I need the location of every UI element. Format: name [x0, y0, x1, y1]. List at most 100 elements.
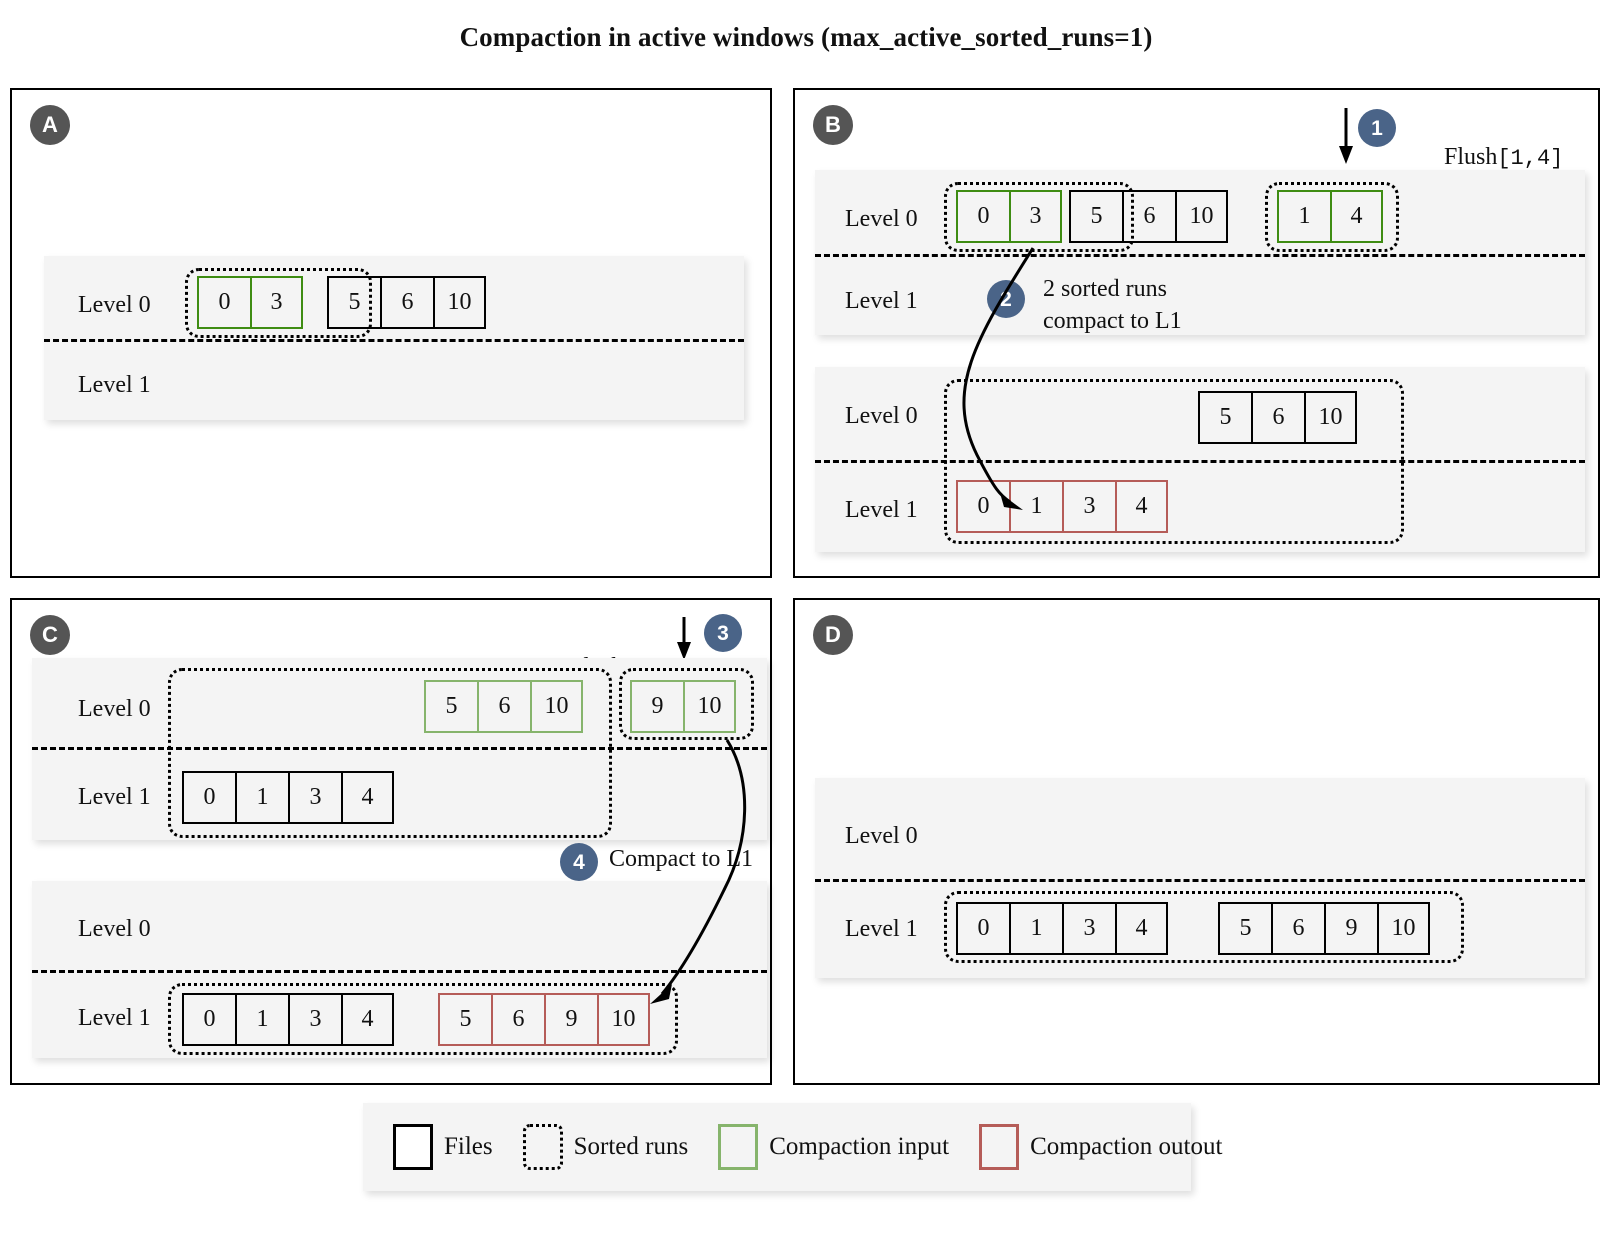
step-badge-1: 1 — [1358, 109, 1396, 147]
compaction-output-swatch-icon — [979, 1124, 1020, 1170]
step-badge-4: 4 — [560, 843, 598, 881]
panel-letter-badge: A — [30, 105, 70, 145]
flush-annotation-1: Flush[1,4] — [1408, 109, 1563, 206]
file-box: 10 — [530, 680, 583, 733]
run-files: 5 6 9 10 — [1218, 902, 1430, 955]
file-box: 5 — [438, 993, 491, 1046]
file-box: 0 — [956, 902, 1009, 955]
file-box: 1 — [235, 771, 288, 824]
file-box: 3 — [1062, 902, 1115, 955]
file-swatch-icon — [393, 1124, 433, 1170]
run-compaction-input: 5 6 10 — [424, 680, 583, 733]
file-box: 1 — [1009, 480, 1062, 533]
level-divider — [32, 970, 767, 973]
file-box: 1 — [1277, 190, 1330, 243]
step-badge-3: 3 — [704, 614, 742, 652]
run-files: 5 6 10 — [327, 276, 486, 329]
lsm-block-b1: Level 0 Level 1 0 3 5 6 10 1 4 — [815, 170, 1585, 335]
file-box: 4 — [341, 993, 394, 1046]
file-box: 6 — [477, 680, 530, 733]
run-compaction-output: 0 1 3 4 — [956, 480, 1168, 533]
run-compaction-output: 5 6 9 10 — [438, 993, 650, 1046]
level-label-l1: Level 1 — [845, 497, 918, 523]
file-box: 0 — [956, 190, 1009, 243]
panel-b: B 1 Flush[1,4] Level 0 Level 1 0 3 5 6 1… — [793, 88, 1600, 578]
file-box: 0 — [182, 771, 235, 824]
level-label-l0: Level 0 — [78, 916, 151, 942]
file-box: 3 — [1009, 190, 1062, 243]
level-label-l1: Level 1 — [845, 288, 918, 314]
file-box: 10 — [433, 276, 486, 329]
file-box: 0 — [956, 480, 1009, 533]
level-divider — [815, 460, 1585, 463]
level-label-l0: Level 0 — [78, 292, 151, 318]
run-files: 0 1 3 4 — [182, 771, 394, 824]
legend-label: Sorted runs — [573, 1133, 689, 1160]
file-box: 10 — [597, 993, 650, 1046]
file-box: 4 — [1330, 190, 1383, 243]
legend-item-compaction-output: Compaction outout — [979, 1124, 1222, 1170]
compaction-input-swatch-icon — [718, 1124, 759, 1170]
file-box: 9 — [1324, 902, 1377, 955]
file-box: 1 — [1009, 902, 1062, 955]
file-box: 10 — [1175, 190, 1228, 243]
legend-item-compaction-input: Compaction input — [718, 1124, 949, 1170]
file-box: 9 — [544, 993, 597, 1046]
level-label-l1: Level 1 — [78, 1005, 151, 1031]
step2-annotation: 2 sorted runs compact to L1 — [1043, 273, 1182, 337]
file-box: 3 — [250, 276, 303, 329]
lsm-block-d1: Level 0 Level 1 0 1 3 4 5 6 9 10 — [815, 778, 1585, 978]
file-box: 6 — [1271, 902, 1324, 955]
file-box: 0 — [182, 993, 235, 1046]
run-compaction-input: 0 3 — [197, 276, 303, 329]
file-box: 5 — [424, 680, 477, 733]
level-label-l1: Level 1 — [78, 372, 151, 398]
file-box: 6 — [1251, 391, 1304, 444]
flush-range: [1,4] — [1497, 146, 1564, 172]
figure-title: Compaction in active windows (max_active… — [459, 22, 1153, 52]
step2-note-line2: compact to L1 — [1043, 308, 1182, 335]
lsm-block-c1: Level 0 Level 1 5 6 10 9 10 0 1 3 4 — [32, 658, 767, 840]
legend: Files Sorted runs Compaction input Compa… — [363, 1103, 1222, 1191]
level-divider — [815, 879, 1585, 882]
run-compaction-input: 9 10 — [630, 680, 736, 733]
panel-letter-badge: C — [30, 615, 70, 655]
file-box: 5 — [327, 276, 380, 329]
file-box: 5 — [1069, 190, 1122, 243]
file-box: 4 — [341, 771, 394, 824]
lsm-block-c2: Level 0 Level 1 0 1 3 4 5 6 9 10 — [32, 881, 767, 1058]
legend-label: Compaction outout — [1030, 1133, 1223, 1160]
file-box: 6 — [1122, 190, 1175, 243]
file-box: 5 — [1198, 391, 1251, 444]
lsm-block-a1: Level 0 Level 1 0 3 5 6 10 — [44, 256, 744, 420]
panel-a: A Level 0 Level 1 0 3 5 6 10 — [10, 88, 772, 578]
file-box: 4 — [1115, 480, 1168, 533]
level-label-l0: Level 0 — [845, 823, 918, 849]
file-box: 3 — [1062, 480, 1115, 533]
legend-label: Files — [444, 1133, 493, 1160]
run-files: 0 1 3 4 — [956, 902, 1168, 955]
file-box: 1 — [235, 993, 288, 1046]
run-files: 5 6 10 — [1198, 391, 1357, 444]
legend-item-files: Files — [393, 1124, 493, 1170]
file-box: 5 — [1218, 902, 1271, 955]
level-label-l0: Level 0 — [845, 206, 918, 232]
file-box: 9 — [630, 680, 683, 733]
level-label-l1: Level 1 — [78, 784, 151, 810]
file-box: 10 — [1377, 902, 1430, 955]
run-files: 0 1 3 4 — [182, 993, 394, 1046]
file-box: 3 — [288, 993, 341, 1046]
level-divider — [815, 254, 1585, 257]
panel-c: C Flush[9,10] 3 Level 0 Level 1 5 6 10 9 — [10, 598, 772, 1085]
level-label-l0: Level 0 — [845, 403, 918, 429]
step-badge-2: 2 — [987, 280, 1025, 318]
file-box: 3 — [288, 771, 341, 824]
file-box: 10 — [1304, 391, 1357, 444]
run-compaction-input: 1 4 — [1277, 190, 1383, 243]
legend-item-sorted-runs: Sorted runs — [522, 1124, 689, 1170]
level-label-l1: Level 1 — [845, 916, 918, 942]
level-divider — [32, 747, 767, 750]
panel-d: D Level 0 Level 1 0 1 3 4 5 6 9 10 — [793, 598, 1600, 1085]
step4-annotation: Compact to L1 — [609, 846, 753, 872]
